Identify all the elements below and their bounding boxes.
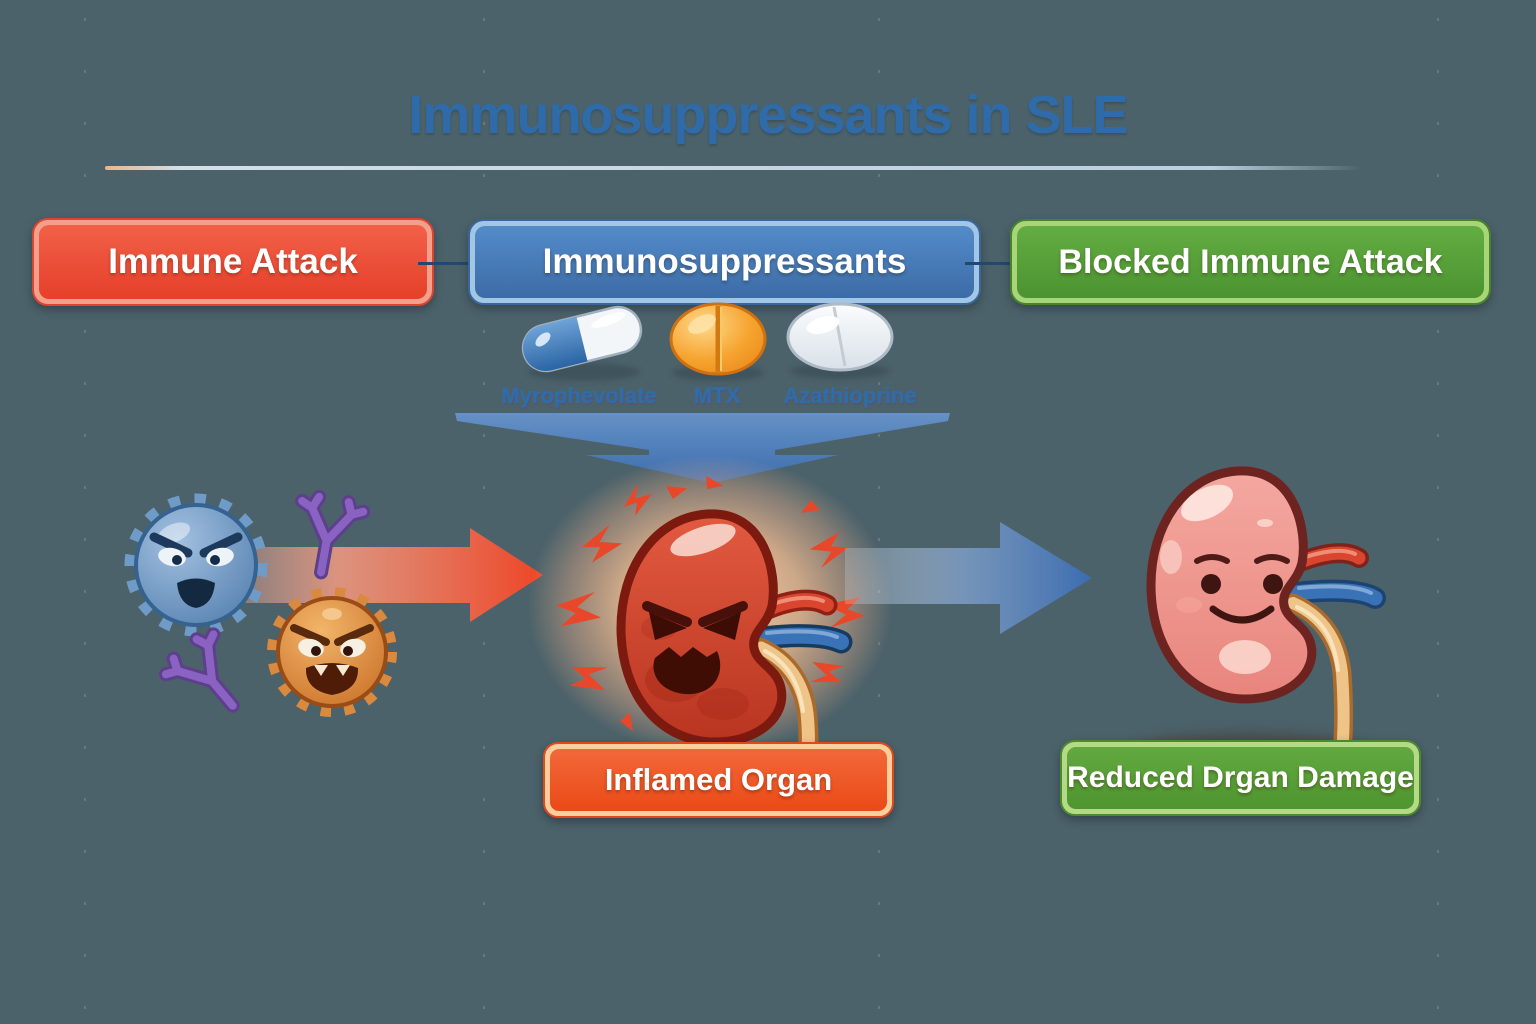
drug-label-azathioprine: Azathioprine [783, 383, 917, 408]
antibody-icon [161, 629, 256, 726]
dotted-guide-line [483, 18, 485, 1010]
drug-pills-illustration [521, 302, 894, 381]
inflamed-organ-scene [528, 455, 892, 784]
attack-arrow-icon [170, 528, 543, 622]
blocked-immune-attack-box: Blocked Immune Attack [1010, 219, 1491, 305]
dotted-guide-line [1437, 18, 1439, 1010]
drug-label-myrophevolate: Myrophevolate [501, 383, 657, 408]
white-oval-tablet-icon [786, 302, 894, 379]
reduced-organ-damage-text: Reduced Drgan Damage [1067, 761, 1414, 794]
dotted-guide-line [84, 18, 86, 1010]
reduced-organ-damage-label: Reduced Drgan Damage [1060, 740, 1421, 816]
inflamed-organ-text: Inflamed Organ [604, 762, 833, 797]
immunosuppressants-box: Immunosuppressants [468, 219, 981, 305]
immune-attack-box: Immune Attack [32, 218, 434, 306]
title-divider [105, 166, 1363, 170]
immunosuppressants-label: Immunosuppressants [542, 242, 907, 281]
connector-line [418, 262, 470, 265]
orange-round-tablet-icon [669, 302, 767, 381]
blue-white-capsule-icon [521, 305, 643, 381]
orange-immune-cell-icon [267, 587, 397, 717]
dotted-guide-line [878, 18, 880, 1010]
healthy-kidney-icon [1146, 466, 1386, 787]
drug-label-mtx: MTX [693, 383, 741, 408]
inflamed-kidney-icon [616, 509, 853, 784]
inflamed-organ-label: Inflamed Organ [543, 742, 894, 818]
blue-immune-cell-icon [124, 493, 268, 637]
funnel-arrow-icon [455, 413, 950, 483]
immune-attack-label: Immune Attack [108, 242, 358, 281]
connector-line [965, 262, 1012, 265]
page-title: Immunosuppressants in SLE [408, 85, 1128, 145]
immune-attack-scene [124, 460, 543, 760]
blocked-immune-attack-label: Blocked Immune Attack [1058, 242, 1443, 281]
treatment-arrow-icon [845, 522, 1092, 634]
